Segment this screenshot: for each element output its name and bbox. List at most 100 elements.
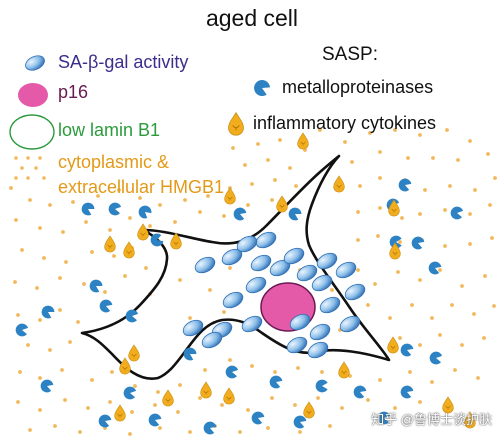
metalloproteinase-particle: [224, 364, 239, 380]
legend-hmgb1-line1: cytoplasmic &: [58, 152, 170, 172]
hmgb1-dot: [38, 226, 42, 230]
vesicle: [194, 256, 216, 274]
metalloproteinase-particle: [409, 234, 426, 251]
hmgb1-dot: [318, 128, 322, 132]
metalloproteinase-particle: [231, 205, 248, 222]
hmgb1-dot: [208, 288, 212, 292]
diagram-title: aged cell: [205, 5, 299, 31]
cell-membrane: [80, 154, 391, 380]
hmgb1-dot: [378, 150, 382, 154]
green-ring-icon: [9, 114, 55, 150]
metalloproteinase-particle: [449, 205, 464, 221]
hmgb1-dot: [58, 308, 62, 312]
hmgb1-dot: [398, 240, 402, 244]
hmgb1-dot: [430, 380, 434, 384]
cytokine-particle: [128, 344, 140, 362]
hmgb1-dot: [270, 198, 274, 202]
hmgb1-dot: [220, 403, 224, 407]
hmgb1-dot: [14, 218, 18, 222]
hmgb1-dot: [231, 146, 235, 150]
metalloproteinase-particle: [146, 411, 163, 428]
hmgb1-dot: [16, 400, 20, 404]
hmgb1-dot: [63, 398, 67, 402]
hmgb1-dot: [378, 176, 382, 180]
hmgb1-dot: [158, 426, 162, 430]
vesicle: [344, 283, 366, 301]
hmgb1-dot: [298, 430, 302, 434]
vesicle: [241, 315, 263, 333]
hmgb1-dot: [431, 156, 435, 160]
metalloproteinase-particle: [249, 409, 266, 426]
hmgb1-dot: [206, 194, 210, 198]
hmgb1-dot: [178, 383, 182, 387]
hmgb1-dot: [368, 131, 372, 135]
hmgb1-dot: [188, 316, 192, 320]
hmgb1-dot: [366, 303, 370, 307]
hmgb1-dot: [176, 410, 180, 414]
hmgb1-dot: [406, 156, 410, 160]
metalloproteinase-particle: [79, 200, 97, 218]
cytokine-particle: [104, 235, 116, 253]
sa-beta-gal-vesicles: [182, 231, 366, 359]
vesicle: [309, 323, 331, 341]
hmgb1-dot: [13, 280, 17, 284]
hmgb1-dot: [86, 406, 90, 410]
hmgb1-dot: [16, 313, 20, 317]
cytokine-particle: [137, 223, 149, 241]
hmgb1-dot: [376, 234, 380, 238]
hmgb1-dot: [60, 368, 64, 372]
hmgb1-dot: [173, 220, 177, 224]
hmgb1-dot: [158, 203, 162, 207]
vesicle: [307, 341, 329, 359]
cytokine-particle: [333, 175, 345, 193]
hmgb1-dot: [468, 139, 472, 143]
hmgb1-dot: [443, 208, 447, 212]
hmgb1-dot: [456, 158, 460, 162]
hmgb1-dot: [378, 378, 382, 382]
hmgb1-dot: [468, 242, 472, 246]
hmgb1-dot: [356, 268, 360, 272]
hmgb1-dot: [228, 358, 232, 362]
orange-dot-icon: [14, 156, 46, 180]
hmgb1-dot: [398, 336, 402, 340]
hmgb1-dot: [445, 128, 449, 132]
hmgb1-dot: [144, 266, 148, 270]
cytokine-particle: [276, 195, 288, 213]
hmgb1-dot: [130, 410, 134, 414]
hmgb1-dot: [35, 286, 39, 290]
hmgb1-dot: [418, 400, 422, 404]
hmgb1-dot: [48, 203, 52, 207]
hmgb1-dot: [78, 430, 82, 434]
hmgb1-dot: [188, 430, 192, 434]
hmgb1-dot: [316, 396, 320, 400]
metalloproteinase-particle: [267, 373, 284, 390]
hmgb1-dot: [76, 320, 80, 324]
oval-vesicle-icon: [25, 55, 45, 71]
vesicle: [335, 261, 357, 279]
hmgb1-dot: [96, 194, 100, 198]
vesicle: [316, 252, 338, 270]
hmgb1-dot: [410, 303, 414, 307]
metalloproteinase-particle: [351, 383, 368, 400]
vesicle: [245, 276, 267, 294]
hmgb1-dot: [320, 370, 324, 374]
hmgb1-dot: [71, 200, 75, 204]
hmgb1-dot: [42, 256, 46, 260]
vesicle: [289, 313, 311, 331]
hmgb1-dot: [20, 248, 24, 252]
vesicle: [255, 231, 277, 249]
hmgb1-dot: [266, 426, 270, 430]
hmgb1-dot: [430, 316, 434, 320]
hmgb1-dot: [38, 408, 42, 412]
hmgb1-dot: [356, 210, 360, 214]
droplet-icon: [228, 112, 244, 136]
hmgb1-dot: [393, 128, 397, 132]
vesicle: [221, 248, 243, 266]
cytokine-particle: [162, 389, 174, 407]
hmgb1-dot: [438, 268, 442, 272]
hmgb1-dot: [453, 368, 457, 372]
hmgb1-dot: [28, 198, 32, 202]
hmgb1-dot: [400, 216, 404, 220]
hmgb1-dot: [483, 274, 487, 278]
cytokine-particle: [123, 241, 135, 259]
